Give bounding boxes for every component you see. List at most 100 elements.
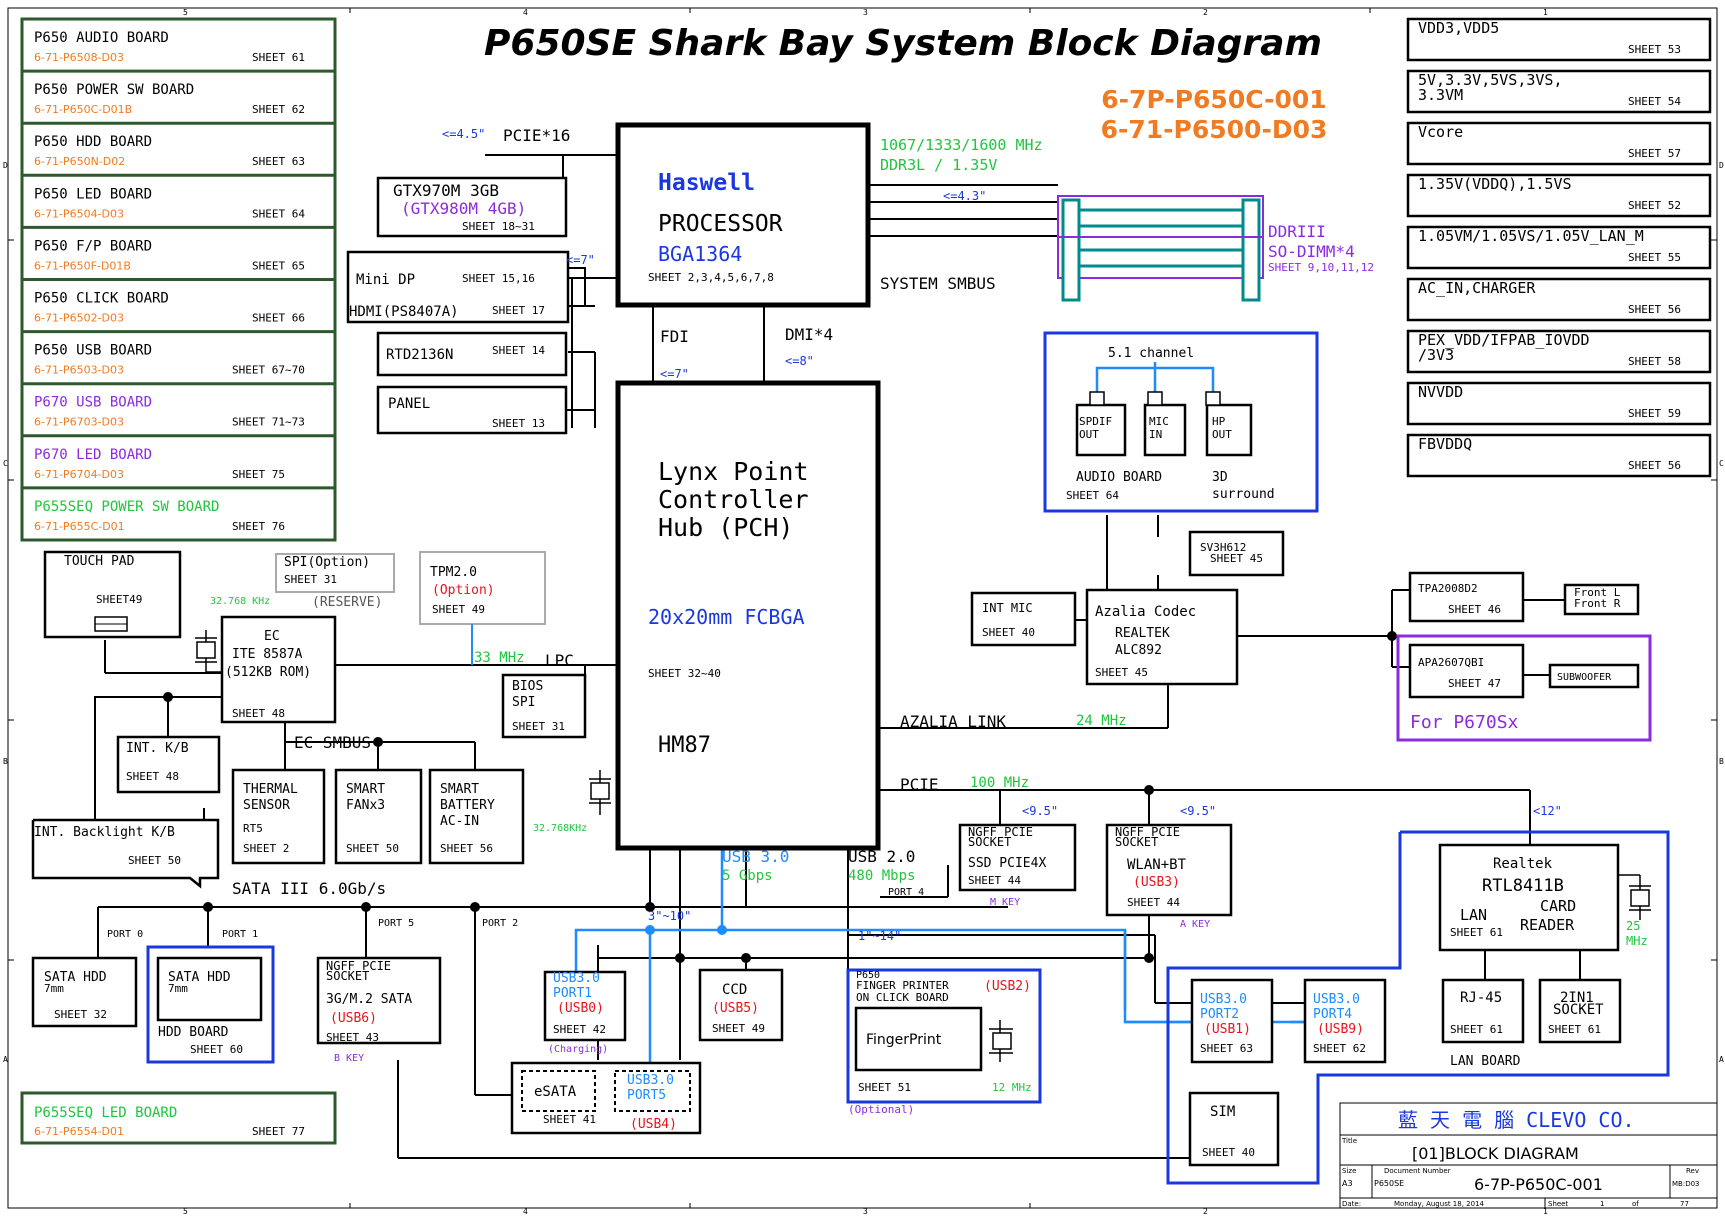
ddr-dimm-block: DDRIII SO-DIMM*4 SHEET 9,10,11,12: [1057, 195, 1374, 302]
grid-left-D: D: [3, 161, 8, 170]
rail-name: 5V,3.3V,5VS,3VS,: [1418, 71, 1563, 89]
bios-block: BIOS SPI SHEET 31: [501, 673, 587, 739]
grid-right-A: A: [1719, 1055, 1724, 1064]
fp-sheet: SHEET 51: [858, 1081, 911, 1094]
tpm-option: (Option): [432, 583, 495, 598]
touchpad-name: TOUCH PAD: [64, 554, 135, 569]
tb-size: A3: [1342, 1179, 1353, 1188]
usb-port1-block: USB3.0 PORT1 (USB0) SHEET 42 (Charging): [543, 970, 627, 1055]
port-1-label: PORT 1: [222, 929, 258, 940]
thermal-sensor-block: THERMAL SENSOR RT5 SHEET 2: [231, 768, 326, 865]
ec-crystal-freq: 32.768 KHz: [210, 596, 270, 607]
usb-p2-l2: PORT2: [1200, 1007, 1239, 1022]
hdd2-sheet: SHEET 60: [190, 1043, 243, 1056]
cpu-package: BGA1364: [658, 242, 742, 266]
tb-docnum: 6-7P-P650C-001: [1474, 1175, 1603, 1194]
hdd2-l2: 7mm: [168, 982, 188, 995]
tb-date-label: Date:: [1342, 1200, 1361, 1208]
ssd-l2: SOCKET: [968, 835, 1011, 849]
fan-l1: SMART: [346, 782, 385, 797]
realtek-lan: LAN: [1460, 906, 1487, 924]
doc-number-1: 6-7P-P650C-001: [1101, 85, 1326, 114]
hdd1-l1: SATA HDD: [44, 970, 107, 985]
grid-bottom-3: 3: [863, 1207, 868, 1216]
tb-date: Monday, August 18, 2014: [1394, 1200, 1485, 1208]
smart-fan-block: SMART FANx3 SHEET 50: [334, 768, 423, 865]
p670sx-label: For P670Sx: [1410, 712, 1519, 733]
msata-key: B KEY: [334, 1053, 364, 1064]
port-2-label: PORT 2: [482, 918, 518, 929]
grid-right-D: D: [1719, 161, 1724, 170]
rail-sheet: SHEET 57: [1628, 147, 1681, 160]
bios-l1: BIOS: [512, 679, 543, 694]
sim-sheet: SHEET 40: [1202, 1146, 1255, 1159]
pch-sheet: SHEET 32~40: [648, 667, 721, 680]
gpu-l2: (GTX980M 4GB): [401, 199, 526, 218]
hdd1-sheet: SHEET 32: [54, 1008, 107, 1021]
int-mic-name: INT MIC: [982, 601, 1033, 615]
hdd2-l1: SATA HDD: [168, 970, 231, 985]
rail-name: 1.35V(VDDQ),1.5VS: [1418, 175, 1572, 193]
realtek-reader: READER: [1520, 916, 1575, 934]
diagram-title: P650SE Shark Bay System Block Diagram: [484, 23, 1322, 64]
board-name: P650 USB BOARD: [34, 343, 152, 359]
audio-board-sheet: SHEET 64: [1066, 489, 1119, 502]
usb-p1-l2: PORT1: [553, 986, 592, 1001]
usb-p2-sheet: SHEET 63: [1200, 1042, 1253, 1055]
grid-top-3: 3: [863, 8, 868, 17]
rail-sheet: SHEET 59: [1628, 407, 1681, 420]
lpc-label: LPC: [545, 651, 574, 670]
grid-left-B: B: [3, 757, 8, 766]
int-mic-sheet: SHEET 40: [982, 626, 1035, 639]
board-name: P670 LED BOARD: [34, 447, 152, 463]
board-sheet: SHEET 71~73: [232, 416, 305, 429]
ccd-sheet: SHEET 49: [712, 1022, 765, 1035]
board-code: 6-71-P6504-D03: [34, 207, 124, 220]
usb-p4-usb: (USB9): [1317, 1022, 1364, 1037]
board-name: P670 USB BOARD: [34, 395, 152, 411]
gpu-sheet: SHEET 18~31: [462, 220, 535, 233]
fdi-length: <=7": [660, 367, 689, 381]
tpa2008-block: TPA2008D2 SHEET 46: [1408, 571, 1525, 623]
hdd1-l2: 7mm: [44, 982, 64, 995]
tb-size-label: Size: [1342, 1167, 1356, 1175]
tb-model: P650SE: [1374, 1179, 1404, 1188]
ec-l1: EC: [264, 629, 280, 644]
pch-line2: Controller: [658, 485, 809, 514]
usb3-label: USB 3.0: [722, 847, 789, 866]
ec-block: EC ITE 8587A (512KB ROM) SHEET 48: [220, 615, 337, 724]
fp-l2: FINGER PRINTER: [856, 979, 949, 992]
audio-board-block: 5.1 channel SPDIF OUT MIC IN HP OUT AUDI…: [1043, 331, 1319, 513]
tpa-name: TPA2008D2: [1418, 582, 1478, 595]
realtek-l1: Realtek: [1493, 856, 1553, 872]
thermal-sheet: SHEET 2: [243, 842, 289, 855]
board-sheet: SHEET 66: [252, 312, 305, 325]
grid-top-4: 4: [523, 8, 528, 17]
int-kb-sheet: SHEET 48: [126, 770, 179, 783]
audio-surround: surround: [1212, 487, 1275, 502]
pch-line1: Lynx Point: [658, 457, 809, 486]
msata-usb: (USB6): [330, 1011, 377, 1026]
usb2-rate: 480 Mbps: [848, 868, 915, 884]
pch-block: Lynx Point Controller Hub (PCH) 20x20mm …: [615, 380, 881, 851]
rail-name: 1.05VM/1.05VS/1.05V_LAN_M: [1418, 227, 1644, 245]
panel-name: PANEL: [388, 396, 430, 412]
ddr-frequency: 1067/1333/1600 MHz: [880, 136, 1043, 154]
usb-p4-sheet: SHEET 62: [1313, 1042, 1366, 1055]
azalia-label: AZALIA LINK: [900, 712, 1006, 731]
mic-in-l2: IN: [1149, 428, 1162, 441]
usb-p1-sheet: SHEET 42: [553, 1023, 606, 1036]
audio-channel: 5.1 channel: [1108, 346, 1194, 361]
tb-docnum-label: Document Number: [1384, 1167, 1451, 1175]
battery-l2: BATTERY: [440, 798, 495, 813]
rail-sheet: SHEET 53: [1628, 43, 1681, 56]
backlight-kb-sheet: SHEET 50: [128, 854, 181, 867]
board-sheet: SHEET 61: [252, 51, 305, 64]
